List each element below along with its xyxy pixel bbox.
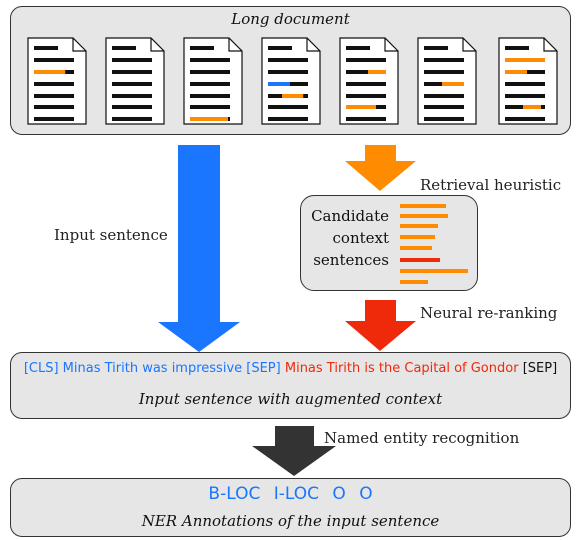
document-line: [34, 94, 74, 98]
document-icon: [417, 37, 477, 125]
candidate-bar: [400, 246, 432, 250]
ner-tag: O: [359, 484, 373, 504]
document-line: [34, 117, 74, 121]
document-line: [346, 117, 386, 121]
ner-step-label: Named entity recognition: [324, 429, 520, 447]
document-line: [34, 82, 74, 86]
document-line: [346, 94, 386, 98]
retrieval-label: Retrieval heuristic: [420, 176, 562, 194]
augmented-sep-part: [SEP]: [522, 361, 558, 376]
candidate-label-line2: context: [332, 229, 389, 247]
document-line: [190, 70, 230, 74]
document-line: [505, 94, 545, 98]
input-sentence-arrow: [158, 145, 240, 352]
document-highlight: [190, 117, 228, 121]
candidate-bar: [400, 204, 446, 208]
input-sentence-label: Input sentence: [54, 226, 168, 244]
document-line: [112, 117, 152, 121]
candidate-label-line1: Candidate: [311, 207, 389, 225]
reranking-arrow: [345, 300, 416, 351]
document-line: [424, 70, 464, 74]
document-highlight: [282, 94, 304, 98]
document-line: [424, 105, 464, 109]
candidate-bar: [400, 269, 468, 273]
document-highlight: [505, 58, 545, 62]
document-line: [505, 117, 545, 121]
document-line: [268, 70, 308, 74]
document-line: [34, 58, 74, 62]
retrieval-arrow: [345, 145, 416, 191]
document-line: [34, 46, 58, 50]
document-line: [346, 46, 370, 50]
document-line: [112, 94, 152, 98]
document-line: [268, 46, 292, 50]
document-highlight: [505, 70, 527, 74]
document-line: [190, 46, 214, 50]
document-highlight: [523, 105, 541, 109]
candidate-label-line3: sentences: [313, 251, 389, 269]
document-line: [346, 70, 386, 74]
ner-caption: NER Annotations of the input sentence: [141, 512, 440, 530]
candidate-panel: Candidate context sentences: [300, 195, 478, 291]
augmented-panel: [CLS] Minas Tirith was impressive [SEP] …: [10, 352, 571, 419]
document-icon: [105, 37, 165, 125]
ner-output-panel: B-LOC I-LOC O O NER Annotations of the i…: [10, 478, 571, 537]
document-icons: [27, 37, 558, 125]
ner-tags: B-LOC I-LOC O O: [11, 484, 570, 504]
document-line: [424, 46, 448, 50]
document-line: [190, 94, 230, 98]
candidate-bar: [400, 235, 435, 239]
document-highlight: [368, 70, 386, 74]
document-line: [424, 94, 464, 98]
ner-tag: I-LOC: [273, 484, 319, 504]
ner-arrow: [252, 426, 336, 476]
document-line: [505, 46, 529, 50]
document-line: [112, 70, 152, 74]
candidate-bar: [400, 258, 440, 262]
document-highlight: [442, 82, 464, 86]
document-line: [505, 82, 545, 86]
document-line: [190, 82, 230, 86]
document-line: [346, 58, 386, 62]
candidate-bar: [400, 224, 438, 228]
document-line: [34, 105, 74, 109]
document-line: [268, 105, 308, 109]
document-highlight: [346, 105, 376, 109]
document-highlight: [34, 70, 66, 74]
reranking-label: Neural re-ranking: [420, 304, 558, 322]
document-line: [190, 105, 230, 109]
document-line: [268, 58, 308, 62]
document-icon: [261, 37, 321, 125]
document-line: [112, 46, 136, 50]
document-line: [112, 105, 152, 109]
ner-tag: O: [332, 484, 346, 504]
document-highlight: [268, 82, 290, 86]
document-icon: [339, 37, 399, 125]
document-line: [346, 82, 386, 86]
candidate-bar: [400, 280, 428, 284]
augmented-input-part: [CLS] Minas Tirith was impressive [SEP]: [23, 361, 281, 376]
candidate-bars: [400, 204, 468, 284]
document-line: [112, 82, 152, 86]
document-line: [424, 58, 464, 62]
candidate-label: Candidate context sentences: [311, 205, 389, 271]
ner-tag: B-LOC: [208, 484, 261, 504]
long-document-title: Long document: [231, 10, 350, 28]
document-line: [190, 58, 230, 62]
augmented-sentence: [CLS] Minas Tirith was impressive [SEP] …: [11, 361, 570, 376]
augmented-caption: Input sentence with augmented context: [138, 390, 443, 408]
document-line: [112, 58, 152, 62]
document-line: [424, 117, 464, 121]
document-icon: [183, 37, 243, 125]
candidate-bar: [400, 214, 448, 218]
document-icon: [498, 37, 558, 125]
augmented-context-part: Minas Tirith is the Capital of Gondor: [284, 361, 519, 376]
document-icon: [27, 37, 87, 125]
document-line: [268, 117, 308, 121]
